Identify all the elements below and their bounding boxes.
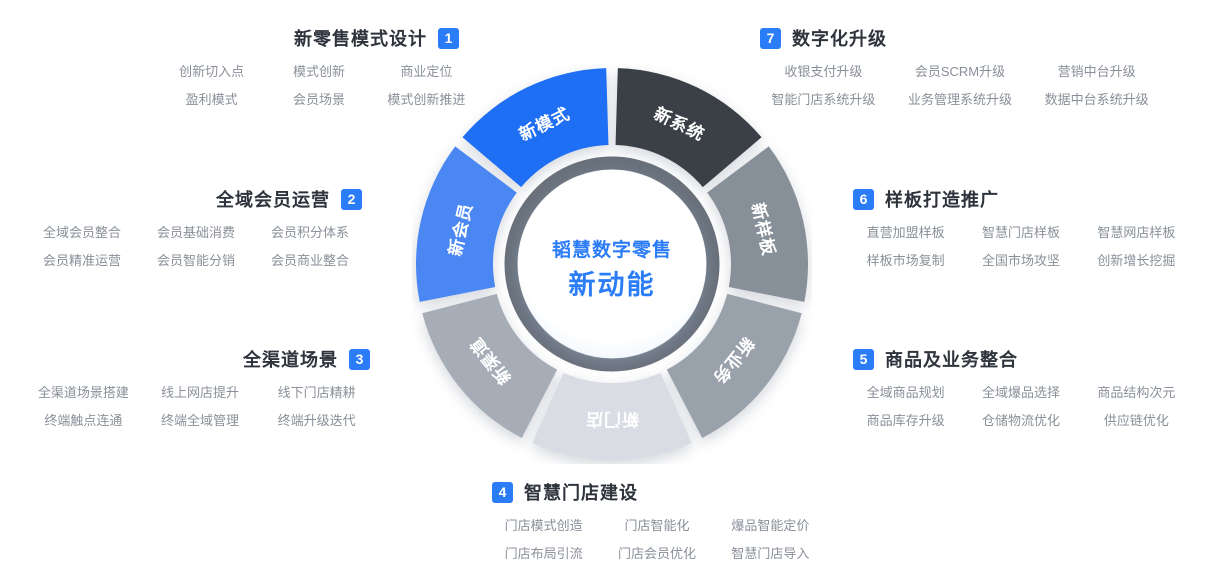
section-items: 直营加盟样板 智慧门店样板 智慧网店样板样板市场复制 全国市场攻坚 创新增长挖掘: [853, 225, 1189, 270]
section-item: 门店布局引流: [504, 546, 583, 562]
section-items: 门店模式创造 门店智能化 爆品智能定价门店布局引流 门店会员优化 智慧门店导入: [492, 518, 822, 563]
section-item: 智慧网店样板: [1097, 225, 1176, 240]
section-title: 全域会员运营: [216, 190, 330, 210]
wheel-segment-3: [666, 293, 802, 438]
section-title-row: 7 数字化升级: [760, 25, 1160, 51]
section-item: 智能门店系统升级: [771, 92, 876, 108]
section-item: 智慧门店导入: [731, 546, 810, 562]
wheel-segment-2: [707, 146, 809, 302]
section-omnichannel-scene: 全渠道场景 3 全渠道场景搭建 线上网店提升 线下门店精耕终端触点连通 终端全域管理 终…: [30, 346, 370, 430]
center-subtitle: 新动能: [569, 269, 656, 300]
section-number-badge: 6: [853, 188, 874, 210]
section-title-row: 4 智慧门店建设: [492, 479, 822, 505]
wheel-segment-label: 新门店: [585, 410, 639, 430]
section-number-badge: 5: [853, 348, 874, 370]
section-item: 门店智能化: [624, 518, 690, 533]
section-number-badge: 4: [492, 481, 513, 503]
section-title: 商品及业务整合: [885, 350, 1018, 370]
section-number-badge: 1: [438, 27, 459, 49]
section-item: 门店会员优化: [617, 546, 696, 562]
center-ring: [504, 156, 720, 372]
section-item: 创新增长挖掘: [1097, 253, 1176, 269]
section-new-retail-model-design: 新零售模式设计 1 创新切入点 模式创新 商业定位盈利模式 会员场景 模式创新推进: [163, 25, 475, 109]
section-item: 模式创新推进: [387, 92, 466, 108]
section-item: 营销中台升级: [1057, 64, 1136, 79]
section-item: 盈利模式: [185, 92, 238, 108]
section-items: 全域会员整合 会员基础消费 会员积分体系会员精准运营 会员智能分销 会员商业整合: [30, 225, 362, 270]
section-item: 全域商品规划: [866, 385, 945, 400]
section-item: 会员商业整合: [270, 253, 349, 269]
section-item: 数据中台系统升级: [1044, 92, 1149, 108]
section-item: 智慧门店样板: [981, 225, 1060, 240]
section-title-row: 新零售模式设计 1: [163, 25, 475, 51]
section-title-row: 全渠道场景 3: [30, 346, 370, 372]
section-item: 创新切入点: [179, 64, 245, 79]
section-number-badge: 3: [349, 348, 370, 370]
section-item: 商品结构次元: [1097, 385, 1176, 400]
section-items: 全渠道场景搭建 线上网店提升 线下门店精耕终端触点连通 终端全域管理 终端升级迭代: [30, 385, 370, 430]
section-member-operation: 全域会员运营 2 全域会员整合 会员基础消费 会员积分体系会员精准运营 会员智能分销 会…: [30, 186, 362, 270]
section-item: 仓储物流优化: [981, 413, 1060, 429]
section-title-row: 5 商品及业务整合: [853, 346, 1189, 372]
section-item: 业务管理系统升级: [907, 92, 1012, 108]
section-item: 全国市场攻坚: [981, 253, 1060, 269]
section-item: 样板市场复制: [866, 253, 945, 269]
section-item: 会员精准运营: [42, 253, 121, 269]
section-item: 终端全域管理: [160, 413, 239, 429]
section-item: 会员基础消费: [156, 225, 235, 240]
section-title: 全渠道场景: [243, 350, 338, 370]
wheel-segment-6: [415, 146, 517, 302]
section-item: 商业定位: [400, 64, 453, 79]
section-item: 直营加盟样板: [866, 225, 945, 240]
section-item: 商品库存升级: [866, 413, 945, 429]
section-title: 智慧门店建设: [524, 483, 638, 503]
wheel-segment-4: [532, 372, 692, 461]
center-disc: [518, 170, 706, 358]
center-title: 韬慧数字零售: [552, 238, 672, 261]
section-item: 全域爆品选择: [981, 385, 1060, 400]
section-item: 爆品智能定价: [731, 518, 810, 533]
section-item: 会员智能分销: [156, 253, 235, 269]
section-title: 数字化升级: [792, 29, 887, 49]
section-item: 模式创新: [292, 64, 345, 79]
section-items: 收银支付升级 会员SCRM升级 营销中台升级智能门店系统升级 业务管理系统升级 数据中台…: [760, 64, 1160, 109]
section-items: 全域商品规划 全域爆品选择 商品结构次元商品库存升级 仓储物流优化 供应链优化: [853, 385, 1189, 430]
section-item: 收银支付升级: [784, 64, 863, 79]
section-title-row: 全域会员运营 2: [30, 186, 362, 212]
section-title-row: 6 样板打造推广: [853, 186, 1189, 212]
section-items: 创新切入点 模式创新 商业定位盈利模式 会员场景 模式创新推进: [163, 64, 475, 109]
section-item: 会员积分体系: [270, 225, 349, 240]
section-item: 线上网店提升: [160, 385, 239, 400]
section-digital-upgrade: 7 数字化升级 收银支付升级 会员SCRM升级 营销中台升级智能门店系统升级 业务管理…: [760, 25, 1160, 109]
section-title: 新零售模式设计: [294, 29, 427, 49]
wheel-segment-7: [462, 68, 609, 188]
section-number-badge: 7: [760, 27, 781, 49]
wheel-segment-1: [615, 68, 762, 188]
section-template-promotion: 6 样板打造推广 直营加盟样板 智慧门店样板 智慧网店样板样板市场复制 全国市场攻坚 创…: [853, 186, 1189, 270]
section-item: 全域会员整合: [42, 225, 121, 240]
wheel-segment-5: [422, 293, 558, 438]
section-item: 供应链优化: [1103, 413, 1169, 429]
section-smart-store: 4 智慧门店建设 门店模式创造 门店智能化 爆品智能定价门店布局引流 门店会员优化 智慧…: [492, 479, 822, 563]
section-item: 会员场景: [292, 92, 345, 108]
section-number-badge: 2: [341, 188, 362, 210]
section-title: 样板打造推广: [885, 190, 999, 210]
section-item: 终端触点连通: [44, 413, 123, 429]
section-item: 线下门店精耕: [277, 385, 356, 400]
section-item: 会员SCRM升级: [914, 64, 1006, 79]
section-item: 终端升级迭代: [277, 413, 356, 429]
section-item: 门店模式创造: [504, 518, 583, 533]
section-product-business-integration: 5 商品及业务整合 全域商品规划 全域爆品选择 商品结构次元商品库存升级 仓储物流优化…: [853, 346, 1189, 430]
section-item: 全渠道场景搭建: [37, 385, 129, 400]
